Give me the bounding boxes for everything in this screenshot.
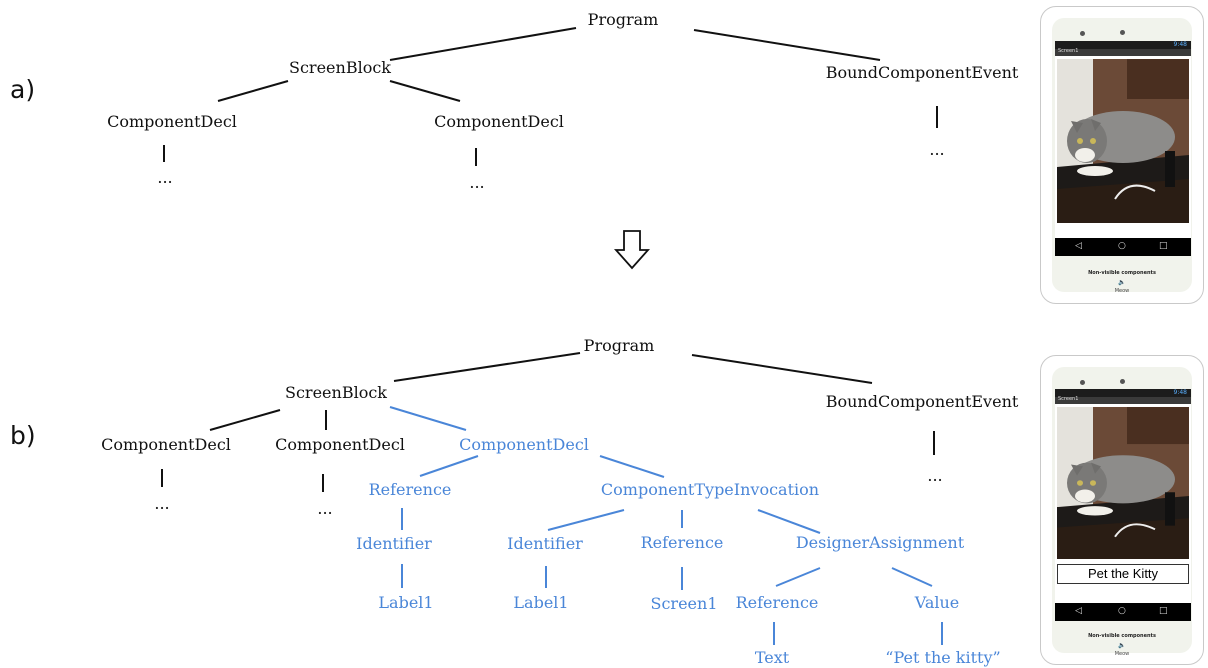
label-a: a)	[10, 75, 35, 104]
nav-bar: ◁ ○ □	[1055, 603, 1191, 621]
node-ellipsis-a1: ...	[157, 168, 172, 187]
app-title-bar: Screen1	[1055, 396, 1191, 404]
node-componentdecl-b1: ComponentDecl	[101, 435, 231, 454]
node-screenblock-b: ScreenBlock	[285, 383, 387, 402]
node-boundcomponentevent-a: BoundComponentEvent	[826, 63, 1019, 82]
node-designerassignment: DesignerAssignment	[796, 533, 965, 552]
phone-screen: 9:48 Screen1	[1055, 41, 1191, 256]
node-ellipsis-a3: ...	[929, 140, 944, 159]
speaker-dot	[1080, 380, 1085, 385]
phone-body: 9:48 Screen1	[1052, 18, 1192, 294]
home-icon[interactable]: ○	[1118, 606, 1126, 616]
node-componentdecl-b3: ComponentDecl	[459, 435, 589, 454]
phone-screen: 9:48 Screen1	[1055, 389, 1191, 621]
node-text: Text	[755, 648, 790, 667]
tree-b-edges-black	[161, 352, 935, 492]
node-boundcomponentevent-b: BoundComponentEvent	[826, 392, 1019, 411]
tree-a-edges	[163, 27, 938, 166]
label1-display: Pet the Kitty	[1057, 564, 1189, 584]
status-bar: 9:48	[1055, 41, 1191, 49]
node-label1-a: Label1	[378, 593, 433, 612]
node-identifier-2: Identifier	[507, 534, 583, 553]
phone-preview-b: 9:48 Screen1	[1040, 355, 1204, 665]
node-reference-1: Reference	[369, 480, 452, 499]
back-icon[interactable]: ◁	[1075, 606, 1082, 616]
node-kitty-string: “Pet the kitty”	[885, 648, 1000, 667]
nonvisible-components-label: Non-visible components	[1088, 633, 1156, 639]
recents-icon[interactable]: □	[1159, 606, 1168, 616]
node-componentdecl-b2: ComponentDecl	[275, 435, 405, 454]
phone-body: 9:48 Screen1	[1052, 367, 1192, 657]
app-content	[1055, 56, 1191, 238]
node-screen1: Screen1	[651, 594, 718, 613]
cat-photo-image	[1057, 59, 1189, 223]
app-title-bar: Screen1	[1055, 48, 1191, 56]
down-arrow-icon	[613, 230, 651, 270]
node-identifier-1: Identifier	[356, 534, 432, 553]
nav-bar: ◁ ○ □	[1055, 238, 1191, 256]
cat-photo	[1057, 407, 1189, 559]
node-program-a: Program	[588, 10, 659, 29]
node-ellipsis-a2: ...	[469, 173, 484, 192]
node-componenttypeinvocation: ComponentTypeInvocation	[601, 480, 819, 499]
node-value: Value	[914, 593, 960, 612]
speaker-dot	[1080, 31, 1085, 36]
node-ellipsis-b1: ...	[154, 494, 169, 513]
recents-icon[interactable]: □	[1159, 241, 1168, 251]
back-icon[interactable]: ◁	[1075, 241, 1082, 251]
speaker-icon: 🔈	[1118, 642, 1126, 649]
node-componentdecl-a2: ComponentDecl	[434, 112, 564, 131]
node-ellipsis-b3: ...	[927, 466, 942, 485]
node-reference-2: Reference	[641, 533, 724, 552]
cat-photo	[1057, 59, 1189, 223]
nonvisible-components-label: Non-visible components	[1088, 270, 1156, 276]
status-bar: 9:48	[1055, 389, 1191, 397]
cat-photo-image	[1057, 407, 1189, 559]
camera-icon	[1120, 379, 1125, 384]
status-time: 9:48	[1173, 41, 1187, 48]
tree-b-edges-blue	[389, 406, 943, 645]
node-componentdecl-a1: ComponentDecl	[107, 112, 237, 131]
node-screenblock-a: ScreenBlock	[289, 58, 391, 77]
node-reference-3: Reference	[736, 593, 819, 612]
meow-component: Meow	[1114, 651, 1130, 657]
screen-title: Screen1	[1058, 396, 1079, 402]
speaker-icon: 🔈	[1118, 279, 1126, 286]
phone-preview-a: 9:48 Screen1	[1040, 6, 1204, 304]
label-b: b)	[10, 421, 36, 450]
app-content: Pet the Kitty	[1055, 404, 1191, 603]
screen-title: Screen1	[1058, 48, 1079, 54]
node-ellipsis-b2: ...	[317, 499, 332, 518]
status-time: 9:48	[1173, 389, 1187, 396]
home-icon[interactable]: ○	[1118, 241, 1126, 251]
node-label1-b: Label1	[513, 593, 568, 612]
meow-component: Meow	[1114, 288, 1130, 294]
camera-icon	[1120, 30, 1125, 35]
node-program-b: Program	[584, 336, 655, 355]
